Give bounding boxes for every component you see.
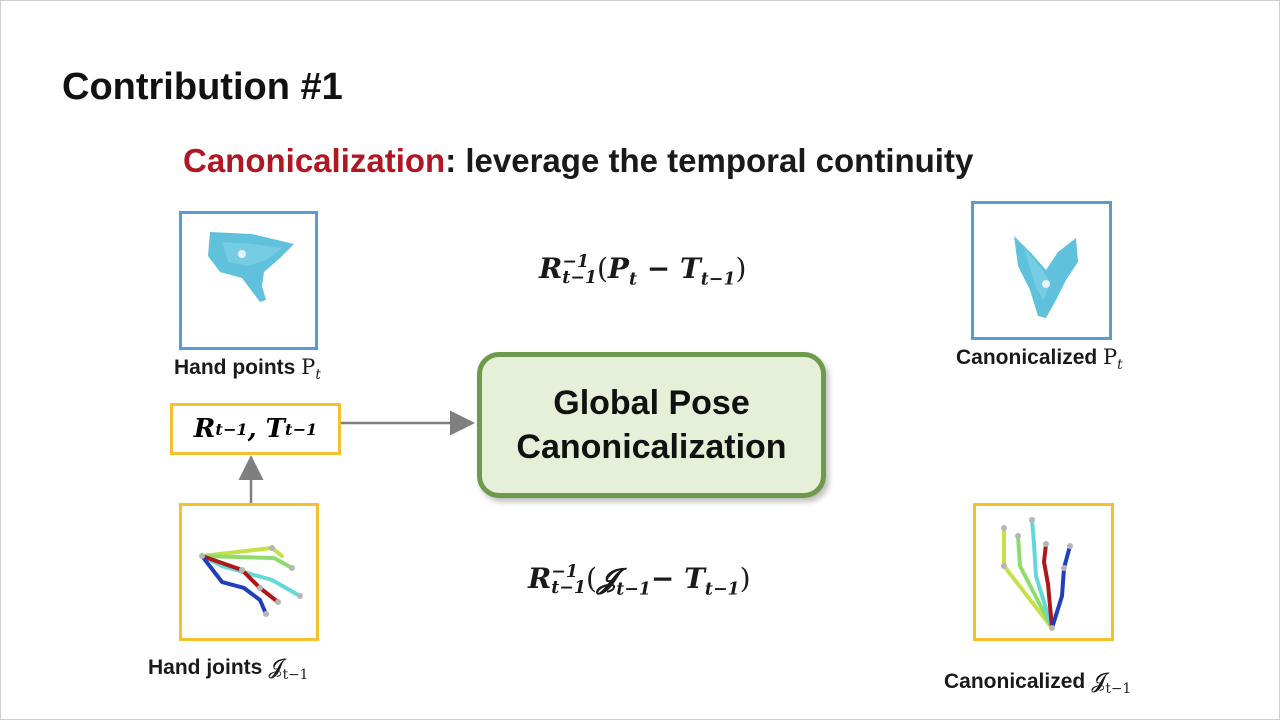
hand-point-cloud-icon bbox=[208, 232, 294, 302]
canonicalized-joints-caption: Canonicalized 𝓙t−1 bbox=[944, 669, 1132, 698]
hand-joints-symbol: 𝓙t−1 bbox=[268, 655, 309, 684]
hand-points-symbol: Pt bbox=[301, 355, 321, 384]
gpc-line-2: Canonicalization bbox=[516, 428, 787, 466]
canonicalized-joints-image bbox=[973, 503, 1114, 641]
canonicalized-points-caption: Canonicalized Pt bbox=[956, 345, 1123, 374]
hand-skeleton-icon bbox=[199, 545, 303, 617]
canonicalized-joints-symbol: 𝓙t−1 bbox=[1091, 669, 1132, 698]
global-pose-canonicalization-box: Global Pose Canonicalization bbox=[477, 352, 826, 498]
gpc-line-1: Global Pose bbox=[553, 383, 750, 422]
hand-points-caption: Hand points Pt bbox=[174, 355, 321, 384]
hand-joints-image bbox=[179, 503, 319, 641]
canonical-skeleton-icon bbox=[1001, 517, 1073, 631]
slide-title: Contribution #1 bbox=[62, 66, 343, 108]
hand-points-image bbox=[179, 211, 318, 350]
canonicalized-points-symbol: Pt bbox=[1103, 345, 1123, 374]
hand-joints-caption: Hand joints 𝓙t−1 bbox=[148, 655, 309, 684]
subtitle-keyword: Canonicalization bbox=[183, 142, 446, 179]
canonicalized-points-image bbox=[971, 201, 1112, 340]
canonical-point-cloud-icon bbox=[1014, 236, 1078, 318]
slide-subtitle: Canonicalization: leverage the temporal … bbox=[183, 142, 973, 180]
subtitle-rest: : leverage the temporal continuity bbox=[445, 142, 974, 179]
